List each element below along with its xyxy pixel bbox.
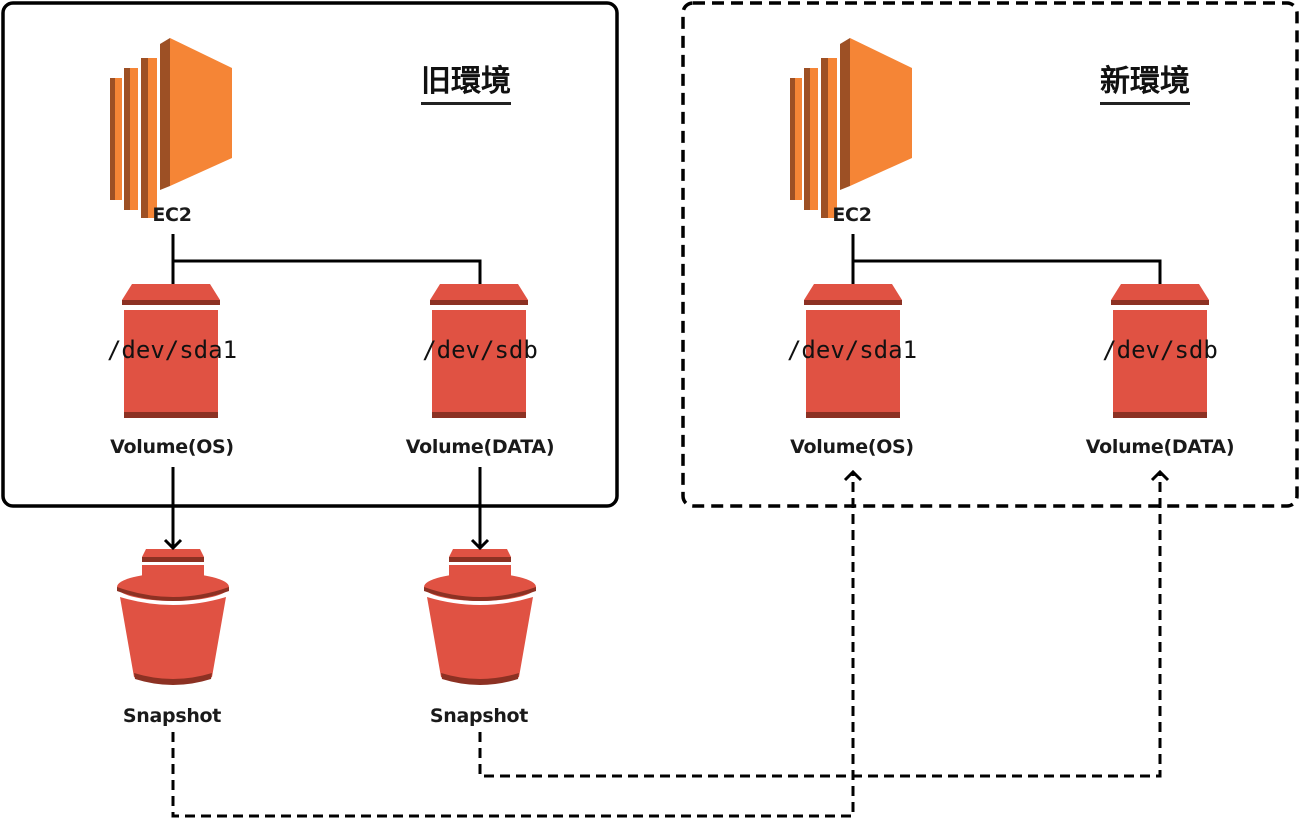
old-volume-data-device: /dev/sdb [422,336,538,364]
old-volume-data-label: Volume(DATA) [405,436,555,458]
old-ec2-label: EC2 [152,204,192,226]
new-ec2-label: EC2 [832,204,872,226]
new-ec2-volume-connector [851,234,1162,285]
ec2-icon [790,38,912,218]
restore-path-os [171,469,863,818]
old-environment-box [1,1,619,508]
snapshot-data-label: Snapshot [429,705,529,727]
new-volume-os-label: Volume(OS) [790,436,914,458]
new-volume-data-label: Volume(DATA) [1085,436,1235,458]
old-environment-title: 旧環境 [421,56,511,105]
snapshot-icon [424,549,536,685]
new-environment-title: 新環境 [1100,56,1190,105]
new-environment-box [681,1,1299,508]
old-volume-os-label: Volume(OS) [110,436,234,458]
new-volume-os-device: /dev/sda1 [786,336,918,364]
snapshot-icon [117,549,229,685]
old-volume-os-device: /dev/sda1 [106,336,238,364]
new-volume-data-device: /dev/sdb [1102,336,1218,364]
snapshot-os-label: Snapshot [122,705,222,727]
restore-path-data [478,469,1170,778]
ec2-icon [110,38,232,218]
old-ec2-volume-connector [171,234,482,285]
